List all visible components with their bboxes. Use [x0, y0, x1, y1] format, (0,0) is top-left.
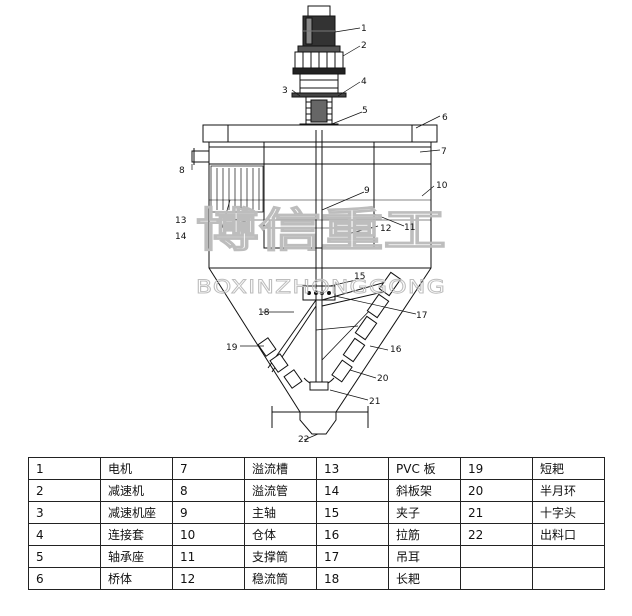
part-name: 夹子: [388, 501, 461, 524]
part-name: 桥体: [100, 567, 173, 590]
part-number: 11: [172, 545, 245, 568]
part-name: 斜板架: [388, 479, 461, 502]
part-number: 8: [172, 479, 245, 502]
callout-10: 10: [436, 181, 448, 191]
thickener-drawing: 博信重工 BOXINZHONGGONG 1 2 3 4 5 6 7 8 9 10…: [175, 5, 448, 445]
part-number: [460, 567, 533, 590]
callout-7: 7: [441, 147, 447, 157]
part-name: 短耙: [532, 457, 605, 480]
callout-12: 12: [380, 224, 391, 234]
reducer-seat: [291, 73, 347, 98]
part-number: 13: [316, 457, 389, 480]
callout-3: 3: [282, 86, 288, 96]
table-row: 5 轴承座 11 支撑筒 17 吊耳: [28, 545, 605, 568]
main-shaft: [315, 130, 323, 390]
part-name: 溢流管: [244, 479, 317, 502]
part-name: 出料口: [532, 523, 605, 546]
callout-14: 14: [175, 232, 187, 242]
motor: [302, 5, 336, 47]
part-number: 19: [460, 457, 533, 480]
part-number: 3: [28, 501, 101, 524]
watermark-en: BOXINZHONGGONG: [196, 276, 446, 298]
callout-11: 11: [404, 223, 415, 233]
rake-blades-right: [331, 271, 402, 383]
coupling-sleeve: [305, 96, 333, 126]
part-number: 6: [28, 567, 101, 590]
part-number: 10: [172, 523, 245, 546]
part-number: 12: [172, 567, 245, 590]
callout-15: 15: [354, 272, 365, 282]
part-name: 溢流槽: [244, 457, 317, 480]
callout-1: 1: [361, 24, 367, 34]
support-cylinder: [263, 141, 375, 249]
part-name: 轴承座: [100, 545, 173, 568]
tank-body: [208, 142, 432, 413]
callout-18: 18: [258, 308, 270, 318]
part-number: 9: [172, 501, 245, 524]
part-name: 稳流筒: [244, 567, 317, 590]
callout-8: 8: [179, 166, 185, 176]
part-name: 主轴: [244, 501, 317, 524]
cross-head: [309, 381, 329, 391]
callout-2: 2: [361, 41, 367, 51]
part-number: 18: [316, 567, 389, 590]
tie-bar: [315, 305, 375, 361]
part-number: 16: [316, 523, 389, 546]
short-rake: [257, 337, 303, 389]
table-row: 2 减速机 8 溢流管 14 斜板架 20 半月环: [28, 479, 605, 502]
clamp: [302, 285, 336, 301]
bridge: [202, 124, 438, 143]
part-number: 1: [28, 457, 101, 480]
part-name: 支撑筒: [244, 545, 317, 568]
callout-22: 22: [298, 435, 309, 445]
overflow-trough: [208, 142, 432, 165]
callout-13: 13: [175, 216, 186, 226]
part-name: 减速机: [100, 479, 173, 502]
leader-lines: [191, 27, 441, 441]
part-name: 吊耳: [388, 545, 461, 568]
part-name: PVC 板: [388, 457, 461, 480]
callout-9: 9: [364, 186, 370, 196]
table-row: 6 桥体 12 稳流筒 18 长耙: [28, 567, 605, 590]
table-row: 1 电机 7 溢流槽 13 PVC 板 19 短耙: [28, 457, 605, 480]
part-name: [532, 545, 605, 568]
part-number: 20: [460, 479, 533, 502]
table-row: 4 连接套 10 仓体 16 拉筋 22 出料口: [28, 523, 605, 546]
part-name: 半月环: [532, 479, 605, 502]
callout-19: 19: [226, 343, 238, 353]
part-name: 电机: [100, 457, 173, 480]
part-number: 4: [28, 523, 101, 546]
part-name: 减速机座: [100, 501, 173, 524]
watermark-cn: 博信重工: [196, 203, 446, 257]
support-legs: [271, 406, 369, 428]
callout-20: 20: [377, 374, 389, 384]
callout-4: 4: [361, 77, 367, 87]
callout-16: 16: [390, 345, 402, 355]
part-number: [460, 545, 533, 568]
callout-17: 17: [416, 311, 427, 321]
part-number: 21: [460, 501, 533, 524]
part-name: 拉筋: [388, 523, 461, 546]
part-name: 十字头: [532, 501, 605, 524]
callout-21: 21: [369, 397, 380, 407]
pvc-plates: [210, 165, 264, 213]
part-number: 14: [316, 479, 389, 502]
table-row: 3 减速机座 9 主轴 15 夹子 21 十字头: [28, 501, 605, 524]
callout-6: 6: [442, 113, 448, 123]
part-name: [532, 567, 605, 590]
part-number: 17: [316, 545, 389, 568]
part-number: 2: [28, 479, 101, 502]
overflow-pipe: [191, 148, 210, 165]
part-number: 22: [460, 523, 533, 546]
part-number: 5: [28, 545, 101, 568]
part-name: 连接套: [100, 523, 173, 546]
part-number: 15: [316, 501, 389, 524]
callout-5: 5: [362, 106, 368, 116]
part-name: 长耙: [388, 567, 461, 590]
part-name: 仓体: [244, 523, 317, 546]
part-number: 7: [172, 457, 245, 480]
reducer: [292, 45, 346, 75]
discharge-outlet: [299, 412, 337, 435]
parts-table: 1 电机 7 溢流槽 13 PVC 板 19 短耙 2 减速机 8 溢流管 14…: [28, 457, 605, 590]
